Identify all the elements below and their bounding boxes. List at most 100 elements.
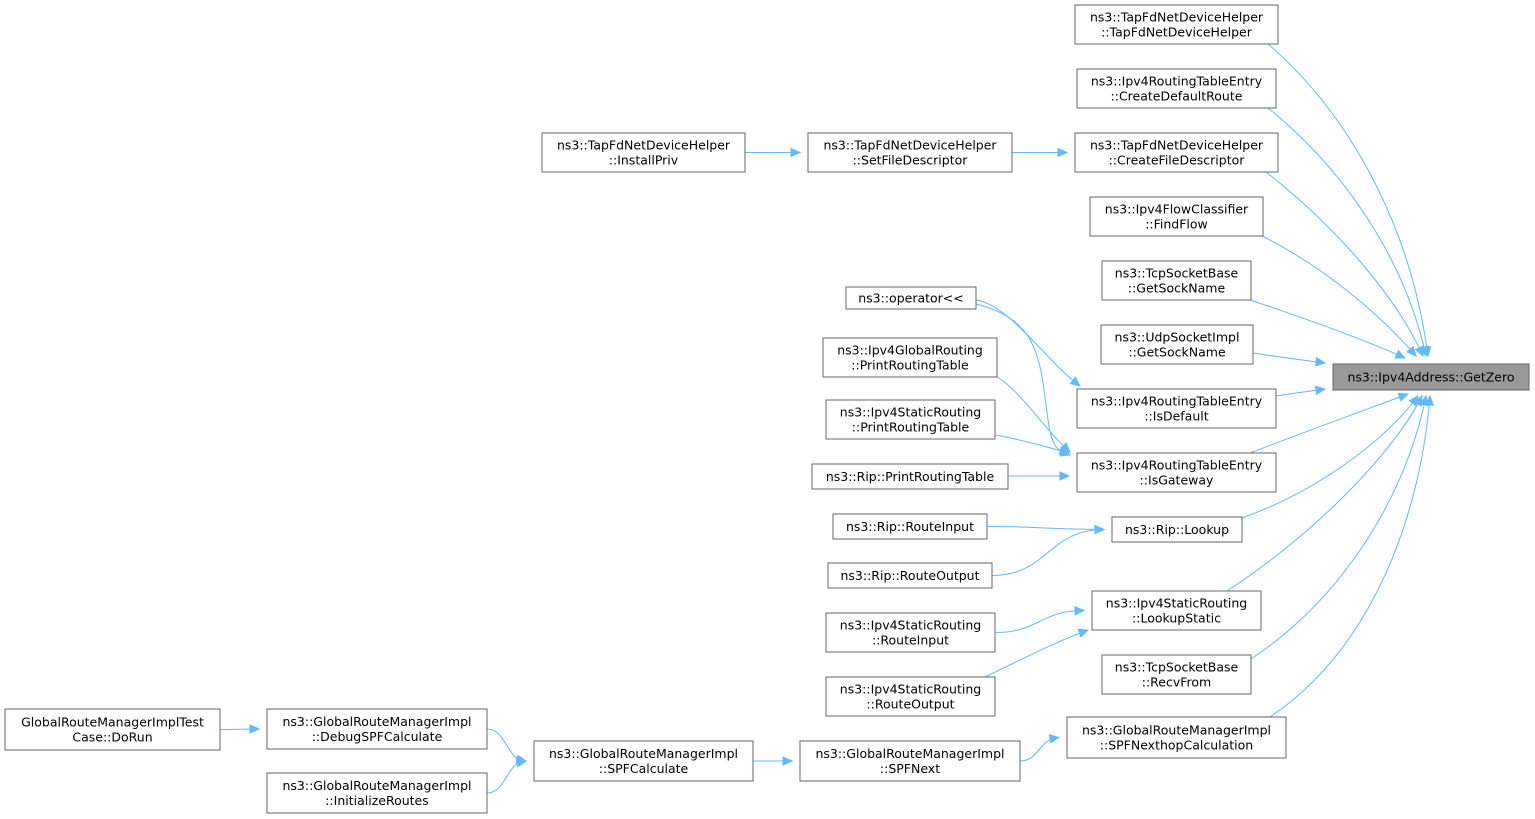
- node-global_printrt[interactable]: ns3::Ipv4GlobalRouting::PrintRoutingTabl…: [822, 337, 998, 378]
- edge-tap_setfd-to-tap_createfd: [1012, 147, 1069, 158]
- node-rip_routeoutput[interactable]: ns3::Rip::RouteOutput: [827, 562, 993, 589]
- node-static_routeoutput[interactable]: ns3::Ipv4StaticRouting::RouteOutput: [825, 676, 996, 717]
- node-rip_printrt[interactable]: ns3::Rip::PrintRoutingTable: [811, 463, 1009, 490]
- edge-line: [1249, 393, 1409, 454]
- node-label: ns3::UdpSocketImpl: [1115, 330, 1240, 345]
- node-rte_isgateway[interactable]: ns3::Ipv4RoutingTableEntry::IsGateway: [1076, 452, 1277, 493]
- edge-line: [994, 610, 1085, 633]
- edge-rip_printrt-to-rte_isgateway: [1007, 471, 1071, 481]
- node-label: ns3::GlobalRouteManagerImpl: [282, 778, 471, 793]
- node-label: ns3::Ipv4StaticRouting: [840, 618, 981, 633]
- node-box: [266, 772, 488, 814]
- node-label: ::SPFNext: [880, 761, 940, 776]
- node-grm_spfcalc[interactable]: ns3::GlobalRouteManagerImpl::SPFCalculat…: [533, 740, 754, 782]
- node-box: [1101, 260, 1252, 301]
- edge-global_printrt-to-rte_isgateway: [996, 376, 1071, 453]
- node-box: [807, 132, 1013, 173]
- edge-tcp_recvfrom-to-getzero: [1250, 394, 1429, 660]
- node-box: [1076, 452, 1277, 493]
- node-label: ns3::TapFdNetDeviceHelper: [823, 138, 997, 153]
- node-label: ::IsGateway: [1140, 473, 1214, 488]
- node-tap_installpriv[interactable]: ns3::TapFdNetDeviceHelper::InstallPriv: [541, 132, 746, 173]
- node-box: [4, 708, 221, 751]
- node-tcp_getsockname[interactable]: ns3::TcpSocketBase::GetSockName: [1101, 260, 1252, 301]
- node-tap_setfd[interactable]: ns3::TapFdNetDeviceHelper::SetFileDescri…: [807, 132, 1013, 173]
- node-box: [1332, 363, 1530, 391]
- node-box: [811, 463, 1009, 490]
- function-nodes: ns3::Ipv4Address::GetZero ns3::TapFdNetDe…: [4, 4, 1530, 814]
- node-box: [827, 562, 993, 589]
- node-tcp_recvfrom[interactable]: ns3::TcpSocketBase::RecvFrom: [1101, 654, 1252, 695]
- edge-line: [1261, 235, 1417, 357]
- node-label: ::CreateDefaultRoute: [1111, 89, 1243, 104]
- node-box: [1091, 590, 1262, 631]
- node-rip_routeinput[interactable]: ns3::Rip::RouteInput: [832, 513, 988, 540]
- node-label: ::PrintRoutingTable: [851, 358, 969, 373]
- node-getzero: ns3::Ipv4Address::GetZero: [1332, 363, 1530, 391]
- node-static_printrt[interactable]: ns3::Ipv4StaticRouting::PrintRoutingTabl…: [825, 399, 996, 440]
- edge-line: [1267, 107, 1427, 357]
- edge-line: [994, 434, 1070, 454]
- call-edges: [219, 43, 1434, 794]
- node-box: [1076, 388, 1277, 429]
- arrowhead-icon: [782, 756, 794, 766]
- node-box: [845, 286, 977, 310]
- node-box: [799, 740, 1021, 782]
- edge-rte_isgateway-to-getzero: [1249, 392, 1410, 454]
- node-label: Case::DoRun: [72, 730, 152, 745]
- arrowhead-icon: [1057, 147, 1069, 158]
- node-grm_spfnexthop[interactable]: ns3::GlobalRouteManagerImpl::SPFNexthopC…: [1066, 716, 1287, 759]
- node-box: [1076, 68, 1277, 109]
- node-grm_initroutes[interactable]: ns3::GlobalRouteManagerImpl::InitializeR…: [266, 772, 488, 814]
- edge-line: [486, 728, 527, 762]
- node-label: ns3::operator<<: [858, 291, 964, 306]
- node-box: [1089, 196, 1264, 237]
- node-label: ns3::TcpSocketBase: [1115, 266, 1239, 281]
- edge-line: [1267, 43, 1429, 357]
- node-label: ns3::TapFdNetDeviceHelper: [1090, 138, 1264, 153]
- node-box: [1101, 654, 1252, 695]
- node-label: GlobalRouteManagerImplTest: [21, 715, 204, 730]
- node-grm_spfnext[interactable]: ns3::GlobalRouteManagerImpl::SPFNext: [799, 740, 1021, 782]
- node-label: ns3::Ipv4GlobalRouting: [837, 343, 983, 358]
- node-label: ::LookupStatic: [1132, 611, 1221, 626]
- node-operator_shift[interactable]: ns3::operator<<: [845, 286, 977, 310]
- node-rte_createdefault[interactable]: ns3::Ipv4RoutingTableEntry::CreateDefaul…: [1076, 68, 1277, 109]
- node-label: ns3::Ipv4RoutingTableEntry: [1091, 74, 1263, 89]
- node-label: ns3::Rip::RouteOutput: [840, 568, 979, 583]
- node-tap_createfd[interactable]: ns3::TapFdNetDeviceHelper::CreateFileDes…: [1074, 132, 1279, 173]
- node-label: ns3::GlobalRouteManagerImpl: [549, 746, 738, 761]
- node-static_lookupstatic[interactable]: ns3::Ipv4StaticRouting::LookupStatic: [1091, 590, 1262, 631]
- node-label: ::TapFdNetDeviceHelper: [1101, 25, 1253, 40]
- node-label: ns3::Ipv4StaticRouting: [840, 682, 981, 697]
- node-box: [1074, 4, 1279, 45]
- node-static_routeinput[interactable]: ns3::Ipv4StaticRouting::RouteInput: [825, 612, 996, 653]
- node-label: ns3::GlobalRouteManagerImpl: [282, 714, 471, 729]
- arrowhead-icon: [515, 758, 528, 768]
- arrowhead-icon: [1394, 349, 1407, 359]
- edge-grm_spfnexthop-to-getzero: [1269, 394, 1434, 718]
- node-flowclass_findflow[interactable]: ns3::Ipv4FlowClassifier::FindFlow: [1089, 196, 1264, 237]
- node-rip_lookup[interactable]: ns3::Rip::Lookup: [1111, 516, 1243, 543]
- node-rte_isdefault[interactable]: ns3::Ipv4RoutingTableEntry::IsDefault: [1076, 388, 1277, 429]
- node-grm_debugspf[interactable]: ns3::GlobalRouteManagerImpl::DebugSPFCal…: [266, 708, 488, 750]
- node-box: [533, 740, 754, 782]
- edge-tap_installpriv-to-tap_setfd: [745, 147, 802, 158]
- arrowhead-icon: [249, 724, 261, 734]
- node-box: [1111, 516, 1243, 543]
- edge-tap_createfd-to-getzero: [1265, 171, 1424, 358]
- edge-grm_dorun-to-grm_debugspf: [219, 724, 261, 734]
- node-label: ns3::Ipv4StaticRouting: [1106, 596, 1247, 611]
- node-udp_getsockname[interactable]: ns3::UdpSocketImpl::GetSockName: [1100, 324, 1254, 365]
- edge-rip_routeinput-to-rip_lookup: [986, 524, 1106, 535]
- arrowhead-icon: [1424, 394, 1434, 406]
- arrowhead-icon: [1058, 446, 1071, 456]
- edge-static_routeoutput-to-static_lookupstatic: [984, 628, 1090, 678]
- edge-udp_getsockname-to-getzero: [1252, 352, 1327, 367]
- node-label: ::InstallPriv: [609, 153, 679, 168]
- node-box: [825, 612, 996, 653]
- edge-static_routeinput-to-static_lookupstatic: [994, 605, 1086, 633]
- node-tap_ctor[interactable]: ns3::TapFdNetDeviceHelper::TapFdNetDevic…: [1074, 4, 1279, 45]
